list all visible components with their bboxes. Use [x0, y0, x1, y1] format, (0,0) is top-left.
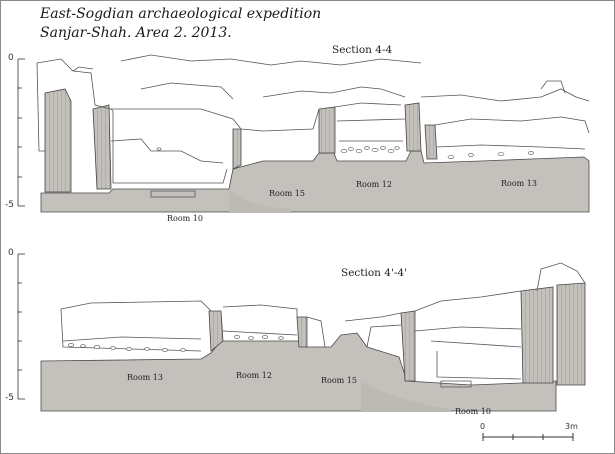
room-label: Room 15: [321, 376, 357, 385]
wall-lower-right: [520, 286, 554, 384]
room-label: Room 12: [236, 371, 272, 380]
scale-bar: [482, 433, 574, 441]
room-label: Room 12: [356, 180, 392, 189]
section-outline-upper: [36, 54, 590, 198]
wall-lower-right-b: [556, 282, 586, 386]
depth-axis-upper: [17, 58, 25, 207]
room-label: Room 10: [455, 407, 491, 416]
section-4-4: [17, 54, 590, 213]
wall-upper-left-b: [92, 104, 112, 190]
stones-lower: [68, 335, 284, 352]
wall-upper-mid: [232, 128, 242, 170]
room-label: Room 13: [127, 373, 163, 382]
lower-axis-top-label: 0: [8, 248, 14, 258]
depth-axis-lower: [17, 253, 25, 400]
upper-axis-top-label: 0: [8, 53, 14, 63]
wall-upper-e: [424, 124, 438, 160]
section-outline-lower: [60, 262, 586, 388]
section-4p-4p: [17, 253, 586, 412]
ground-dip-lower: [361, 381, 451, 411]
upper-axis-bottom-label: -5: [5, 200, 14, 210]
wall-lower-a: [208, 310, 224, 352]
site-subtitle: Sanjar-Shah. Area 2. 2013.: [40, 25, 232, 41]
section-4p-4p-label: Section 4'-4': [341, 267, 407, 279]
ground-dip-upper: [229, 189, 291, 212]
stones-upper: [156, 146, 534, 159]
wall-lower-c: [400, 310, 416, 382]
room-label: Room 13: [501, 179, 537, 188]
wall-upper-c: [318, 106, 336, 154]
scale-start-label: 0: [480, 422, 486, 431]
wall-upper-d: [404, 102, 422, 152]
scale-end-label: 3m: [565, 422, 578, 431]
section-4-4-label: Section 4-4: [332, 44, 393, 56]
wall-upper-left: [44, 88, 72, 193]
wall-lower-b: [296, 316, 308, 348]
room-label: Room 15: [269, 189, 305, 198]
room-label: Room 10: [167, 214, 203, 223]
expedition-title: East-Sogdian archaeological expedition: [40, 6, 322, 22]
lower-axis-bottom-label: -5: [5, 393, 14, 403]
